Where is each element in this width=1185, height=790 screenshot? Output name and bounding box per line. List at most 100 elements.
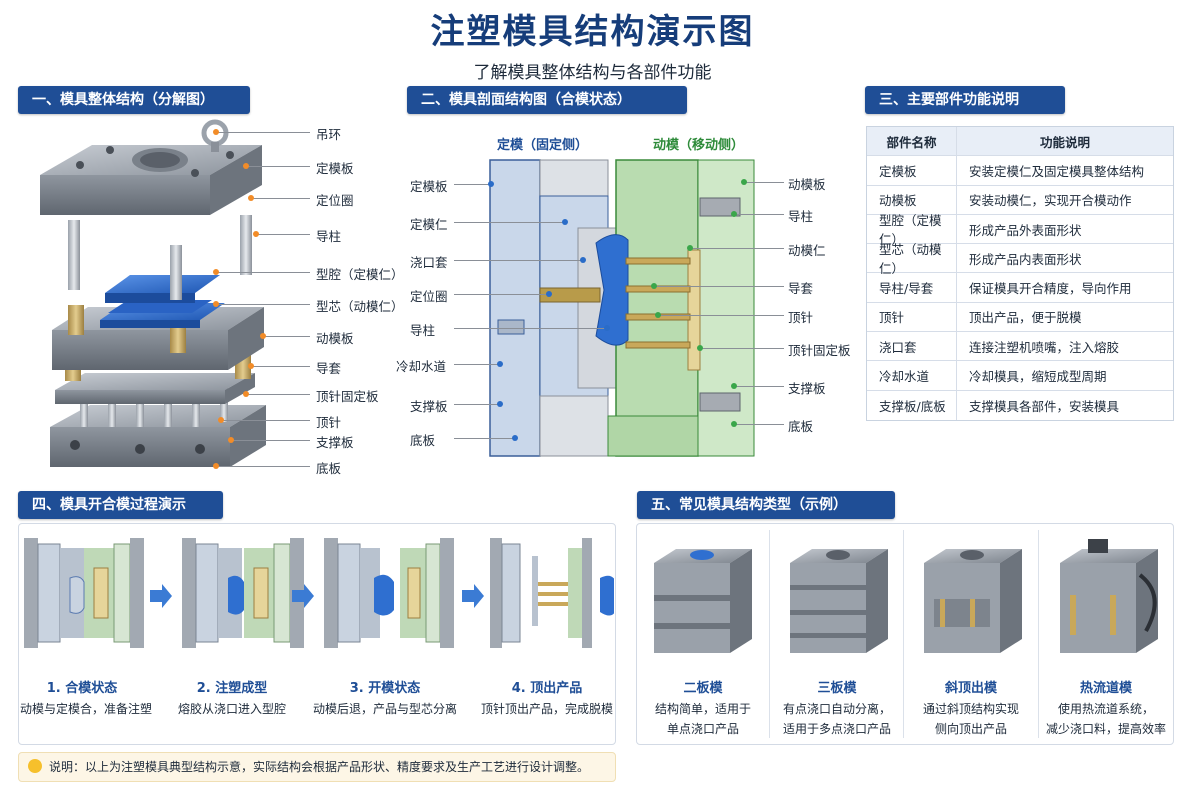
table-row: 支撑板/底板支撑模具各部件，安装模具	[867, 390, 1173, 420]
step-2-title: 2. 注塑成型	[196, 681, 268, 696]
lightbulb-icon	[28, 759, 42, 773]
type-4-title: 热流道模	[1079, 681, 1132, 696]
section-header-exploded: 一、模具整体结构（分解图）	[18, 86, 250, 114]
type-2-desc-line2: 适用于多点浇口产品	[782, 722, 891, 736]
section-view-diagram	[489, 159, 755, 457]
table-cell-part: 冷却水道	[867, 361, 957, 390]
type-1-desc-line1: 结构简单，适用于	[654, 702, 751, 716]
type-two-plate-image	[654, 549, 752, 653]
table-cell-part: 支撑板/底板	[867, 390, 957, 420]
page-title: 注塑模具结构演示图	[430, 12, 755, 52]
table-row: 型芯（动模仁） 形成产品内表面形状	[867, 242, 1173, 276]
label-fixed-plate: 定模板	[316, 161, 354, 176]
table-cell-function: 顶出产品，便于脱模	[969, 310, 1082, 326]
type-1-desc-line2: 单点浇口产品	[666, 722, 739, 736]
type-three-plate-image	[790, 549, 888, 653]
label-moving-plate: 动模板	[316, 331, 354, 346]
step-4-desc: 顶针顶出产品，完成脱模	[480, 702, 613, 716]
type-3-desc-line1: 通过斜顶结构实现	[922, 702, 1019, 716]
footnote: 说明：以上为注塑模具典型结构示意，实际结构会根据产品形状、精度要求及生产工艺进行…	[18, 752, 616, 782]
step-3-image	[324, 538, 454, 648]
type-4-desc-line2: 减少浇口料，提高效率	[1045, 722, 1166, 736]
table-cell-part: 浇口套	[867, 332, 957, 361]
type-angled-lifter-image	[924, 549, 1022, 653]
table-row: 顶针顶出产品，便于脱模	[867, 302, 1173, 333]
sv-left-support-plate: 支撑板	[410, 399, 448, 414]
type-1-title: 二板模	[683, 681, 723, 696]
step-2-image	[182, 538, 304, 648]
label-guide-pillar: 导柱	[316, 229, 342, 244]
type-4-desc-line1: 使用热流道系统，	[1057, 702, 1154, 716]
type-3-desc-line2: 侧向顶出产品	[934, 722, 1007, 736]
table-cell-part: 顶针	[867, 302, 957, 332]
type-2-title: 三板模	[817, 681, 857, 696]
table-row: 动模板安装动模仁，实现开合模动作	[867, 185, 1173, 215]
functions-table: 部件名称 功能说明 定模板安装定模仁及固定模具整体结构 动模板安装动模仁，实现开…	[866, 126, 1174, 421]
label-cavity: 型腔（定模仁）	[316, 267, 404, 282]
sv-left-sprue-bush: 浇口套	[410, 255, 448, 270]
table-row: 型腔（定模仁）形成产品外表面形状	[867, 213, 1173, 247]
step-1-image	[24, 538, 144, 648]
sv-right-guide-pillar: 导柱	[788, 209, 814, 224]
sv-left-guide-pillar: 导柱	[410, 323, 436, 338]
sv-right-guide-bush: 导套	[788, 281, 814, 296]
table-row: 浇口套连接注塑机喷嘴，注入熔胶	[867, 332, 1173, 362]
moving-side-heading: 动模（移动侧）	[653, 138, 745, 153]
table-row: 冷却水道冷却模具，缩短成型周期	[867, 361, 1173, 391]
section-header-types: 五、常见模具结构类型（示例）	[637, 491, 895, 519]
table-cell-function: 冷却模具，缩短成型周期	[969, 369, 1107, 385]
step-1-desc: 动模与定模合，准备注塑	[19, 702, 152, 716]
sv-left-locating-ring: 定位圈	[410, 289, 448, 304]
sv-right-ejector-retainer: 顶针固定板	[788, 343, 851, 358]
sv-right-moving-insert: 动模仁	[788, 243, 826, 258]
table-row: 导柱/导套保证模具开合精度，导向作用	[867, 273, 1173, 303]
fixed-side-heading: 定模（固定侧）	[497, 138, 589, 153]
label-guide-bush: 导套	[316, 361, 342, 376]
type-2-desc-line1: 有点浇口自动分离，	[782, 702, 891, 716]
sv-right-ejector-pin: 顶针	[788, 310, 814, 325]
table-header-row: 部件名称 功能说明	[867, 127, 1173, 157]
label-ejector-retainer: 顶针固定板	[316, 389, 379, 404]
step-4-image	[490, 538, 614, 648]
section-header-process: 四、模具开合模过程演示	[18, 491, 223, 519]
type-3-title: 斜顶出模	[944, 681, 997, 696]
label-locating-ring: 定位圈	[316, 193, 354, 208]
sv-right-moving-plate: 动模板	[788, 177, 826, 192]
step-4-title: 4. 顶出产品	[511, 681, 583, 696]
types-illustrations	[654, 539, 1158, 653]
table-cell-function: 保证模具开合精度，导向作用	[969, 281, 1132, 297]
step-3-desc: 动模后退，产品与型芯分离	[312, 702, 457, 716]
table-cell-function: 连接注塑机喷嘴，注入熔胶	[969, 339, 1120, 355]
table-cell-function: 安装动模仁，实现开合模动作	[969, 193, 1132, 209]
section-header-section-view: 二、模具剖面结构图（合模状态）	[407, 86, 687, 114]
sv-left-cooling-channel: 冷却水道	[396, 359, 447, 374]
label-base-plate: 底板	[316, 461, 342, 476]
table-cell-part: 定模板	[867, 156, 957, 185]
table-cell-function: 安装定模仁及固定模具整体结构	[969, 163, 1145, 179]
step-3-title: 3. 开模状态	[349, 681, 421, 696]
label-lifting-eye: 吊环	[316, 127, 342, 142]
step-1-title: 1. 合模状态	[46, 681, 118, 696]
process-illustrations	[24, 538, 614, 648]
exploded-mold-illustration	[40, 119, 266, 467]
table-header-part: 部件名称	[867, 127, 957, 156]
sv-left-fixed-plate: 定模板	[410, 179, 448, 194]
sv-left-fixed-insert: 定模仁	[410, 217, 448, 232]
sv-right-support-plate: 支撑板	[788, 381, 826, 396]
label-support-plate: 支撑板	[316, 435, 354, 450]
table-cell-function: 支撑模具各部件，安装模具	[969, 398, 1120, 414]
type-hot-runner-image	[1060, 539, 1158, 653]
table-cell-part: 导柱/导套	[867, 273, 957, 302]
table-row: 定模板安装定模仁及固定模具整体结构	[867, 156, 1173, 186]
step-2-desc: 熔胶从浇口进入型腔	[177, 702, 286, 716]
table-cell-part: 动模板	[867, 185, 957, 214]
table-header-function: 功能说明	[1039, 134, 1090, 150]
table-cell-part: 型芯（动模仁）	[867, 242, 957, 276]
sv-left-base-plate: 底板	[410, 433, 436, 448]
section-header-functions: 三、主要部件功能说明	[865, 86, 1065, 114]
label-ejector-pin: 顶针	[316, 415, 342, 430]
table-cell-function: 形成产品外表面形状	[969, 222, 1082, 238]
table-cell-function: 形成产品内表面形状	[969, 251, 1082, 267]
sv-right-base-plate: 底板	[788, 419, 814, 434]
label-core: 型芯（动模仁）	[316, 299, 404, 314]
